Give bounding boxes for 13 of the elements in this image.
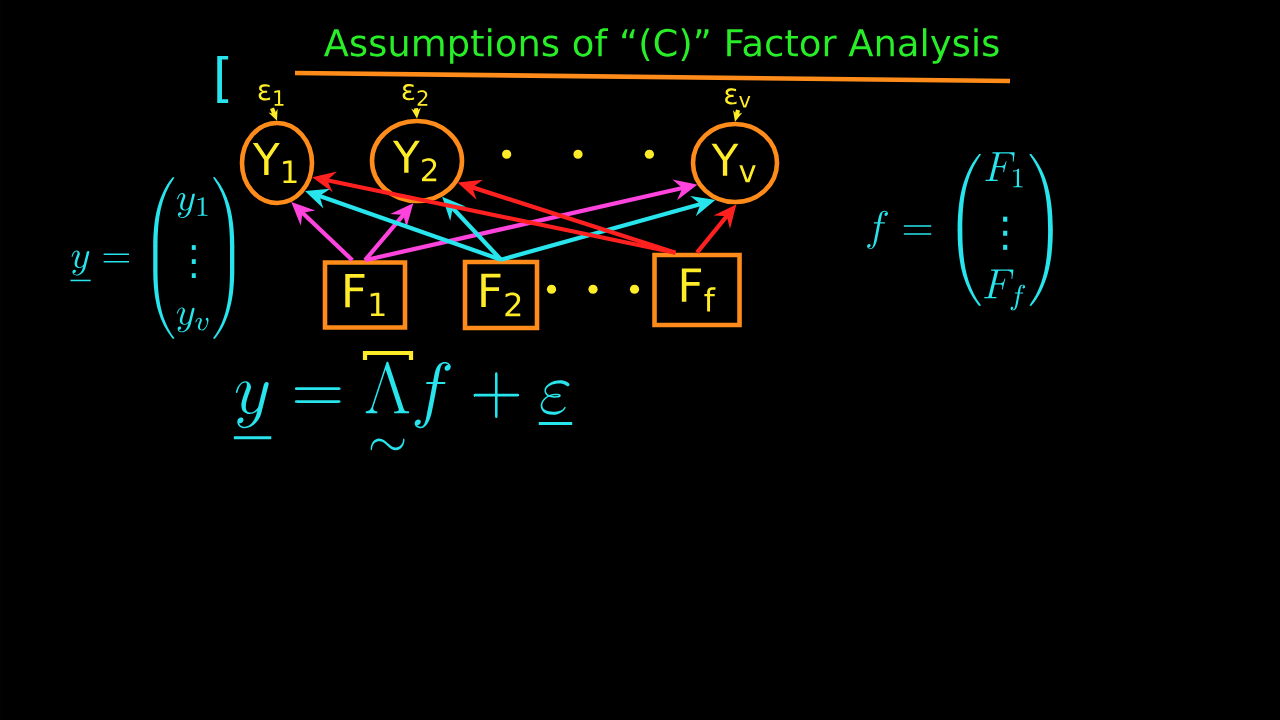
- ellipsis-dots: • • •: [502, 149, 654, 159]
- factor-box: F$_{1}$: [322, 260, 408, 330]
- error-term: ε$_{2}$: [402, 84, 428, 106]
- ellipsis-dots: • • •: [546, 284, 640, 294]
- model-equation: $\underline{y} = \underset{\sim}{\Lambda} f + \underline{\varepsilon}$: [233, 361, 573, 451]
- bracket: [: [217, 55, 229, 103]
- title: Assumptions of “(C)” Factor Analysis: [323, 28, 999, 64]
- error-term: ε$_{v}$: [725, 88, 751, 108]
- factor-box: F$_{f}$: [652, 252, 742, 328]
- vector-formula: $f = \begin{pmatrix} F_{1} \\ \vdots \\ F_{f} \end{pmatrix}$: [867, 152, 1053, 311]
- factor-box: F$_{2}$: [462, 259, 540, 331]
- vector-formula: $\underline{y} = \begin{pmatrix} y_{1} \\ \vdots \\ y_{v} \end{pmatrix}$: [70, 177, 235, 339]
- error-term: ε$_{1}$: [258, 84, 284, 106]
